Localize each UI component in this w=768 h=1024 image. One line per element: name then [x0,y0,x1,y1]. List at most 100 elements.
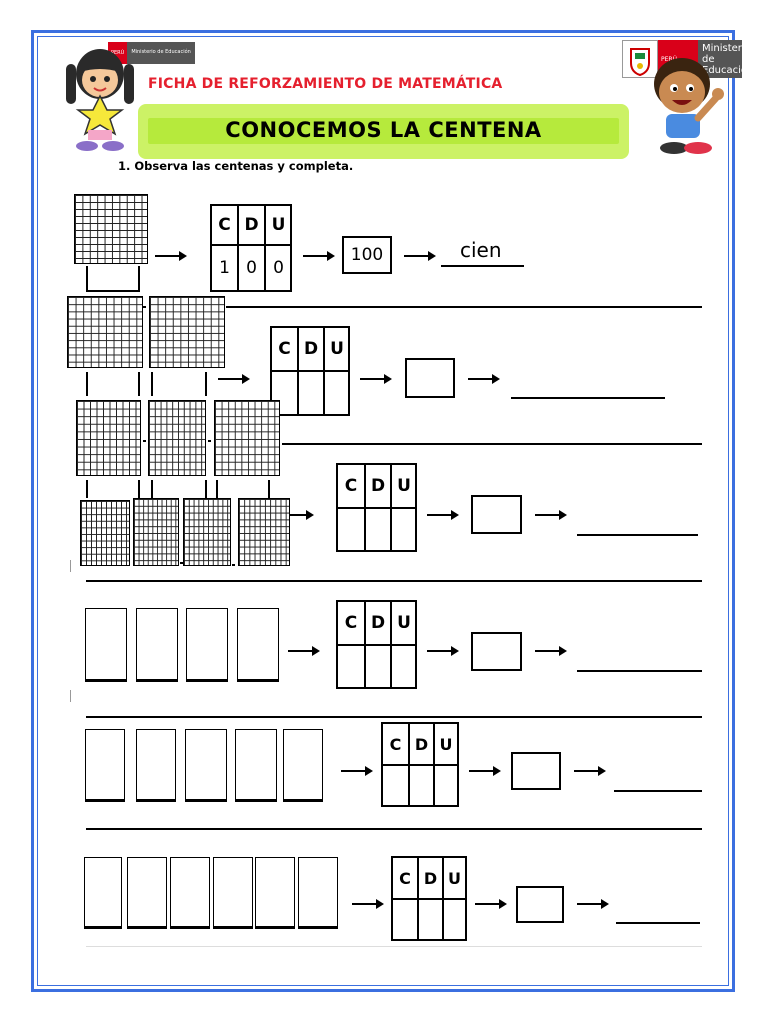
cdu-divider [390,602,392,687]
cdu-header-c: C [218,215,231,235]
arrow-icon [218,374,250,384]
cdu-header-c: C [278,339,291,359]
arrow-icon [303,251,335,261]
cdu-table: C D U [391,856,467,941]
blank-card [127,857,167,929]
arrow-icon [574,766,606,776]
arrow-icon [469,766,501,776]
number-answer-box[interactable] [405,358,455,398]
cdu-divider [417,858,419,939]
number-box: 100 [342,236,392,274]
arrow-icon [468,374,500,384]
page-border-inner [37,36,729,986]
topic-title: CONOCEMOS LA CENTENA [225,118,542,142]
cdu-table: C D U 1 0 0 [210,204,292,292]
cdu-header-c: C [344,476,358,496]
cdu-digit-d: 0 [246,258,257,278]
boy-waving-illustration [654,58,724,154]
blank-card [136,608,178,682]
number-answer-box[interactable] [511,752,561,790]
bracket [216,480,218,498]
arrow-icon [427,510,459,520]
arrow-icon [290,510,314,520]
hundred-grid [148,400,206,476]
number-answer-box[interactable] [471,495,522,534]
blank-card [237,608,279,682]
cdu-table: C D U [336,600,417,689]
cdu-divider [297,328,299,414]
instruction-text: 1. Observa las centenas y completa. [118,159,354,173]
word-line [441,265,524,267]
blank-card [85,729,125,802]
blank-card [170,857,210,929]
cdu-divider [338,644,415,646]
blank-card [185,729,227,802]
row-separator [86,828,702,830]
number-answer-box[interactable] [471,632,522,671]
hundred-grid [238,498,290,566]
arrow-icon [535,646,567,656]
ministry-label-line2: de Educación [702,53,754,76]
cdu-header-d: D [303,339,319,359]
cdu-divider [433,724,435,805]
cdu-header-u: U [397,613,411,633]
ministry-label-right: Ministerio de Educación [698,40,753,78]
cdu-divider [338,507,415,509]
grid-answer-line [86,290,140,292]
blank-card [235,729,277,802]
arrow-icon [475,899,507,909]
cdu-digit-u: 0 [273,258,284,278]
cdu-header-u: U [271,215,286,235]
hundred-grid [76,400,141,476]
cdu-table: C D U [270,326,350,416]
cdu-digit-c: 1 [219,258,230,278]
word-answer-line[interactable] [511,397,665,399]
grid-dot [143,440,146,442]
bracket-right [138,266,140,290]
cdu-header-c: C [389,734,402,754]
hundred-grid [149,296,225,368]
peru-shield-icon [622,40,658,78]
grid-dot [208,440,211,442]
bracket [151,372,153,396]
girl-with-star-illustration [66,49,134,151]
cdu-divider [390,465,392,550]
cdu-table: C D U [336,463,417,552]
cdu-header-u: U [448,868,461,888]
cdu-divider [364,602,366,687]
bracket [138,372,140,396]
cdu-divider [212,244,290,246]
number-word: cien [460,238,502,262]
word-answer-line[interactable] [577,534,698,536]
cdu-divider [442,858,444,939]
cdu-divider [272,370,348,372]
blank-card [84,857,122,929]
margin-mark [70,560,71,572]
page-border [31,30,735,992]
row-separator [86,716,702,718]
grid-dot [143,306,146,308]
row-separator [226,306,702,308]
bracket [205,480,207,498]
arrow-icon [535,510,567,520]
hundred-grid [74,194,148,264]
cdu-header-u: U [397,476,411,496]
blank-card [283,729,323,802]
word-answer-line[interactable] [614,790,702,792]
arrow-icon [155,251,187,261]
blank-card [213,857,253,929]
word-answer-line[interactable] [577,670,702,672]
arrow-icon [577,899,609,909]
cdu-header-d: D [423,868,438,888]
bracket [268,480,270,498]
number-answer-box[interactable] [516,886,564,923]
hundred-grid [67,296,143,368]
cdu-divider [364,465,366,550]
bracket [86,480,88,498]
grid-dot [232,564,235,566]
hundred-grid [80,500,130,566]
cdu-divider [323,328,325,414]
hundred-grid [214,400,280,476]
word-answer-line[interactable] [616,922,700,924]
blank-card [186,608,228,682]
